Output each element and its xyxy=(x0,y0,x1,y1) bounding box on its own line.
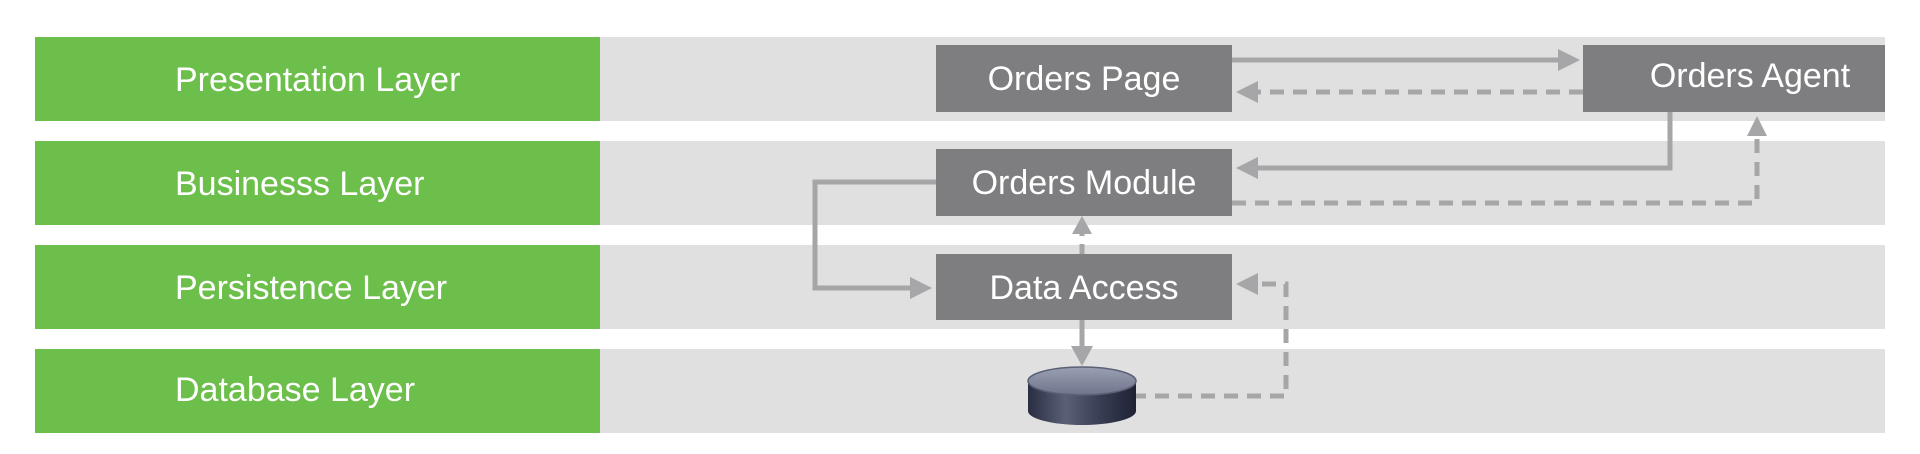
lane-label-bg-persistence xyxy=(35,245,600,329)
arrowhead-to-module xyxy=(1236,157,1258,179)
lane-label-bg-business xyxy=(35,141,600,225)
arrowhead-to-data-access xyxy=(910,277,932,299)
box-data-access xyxy=(936,254,1232,320)
arrowhead-down-to-database xyxy=(1071,346,1093,366)
connector-database-to-data-access xyxy=(1132,281,1289,399)
arrowhead-to-page xyxy=(1236,81,1258,103)
lane-label-presentation: Presentation Layer xyxy=(175,61,460,99)
lane-label-bg-presentation xyxy=(35,37,600,121)
orders-page-label: Orders Page xyxy=(988,60,1181,98)
arrowhead-back-to-data-access xyxy=(1236,273,1258,295)
data-access-label: Data Access xyxy=(990,269,1179,307)
arrowhead-up-to-agent xyxy=(1747,116,1767,136)
box-orders-agent xyxy=(1583,45,1885,112)
arrowhead-to-agent xyxy=(1558,49,1580,71)
lane-label-bg-database xyxy=(35,349,600,433)
lane-label-persistence: Persistence Layer xyxy=(175,269,447,307)
database-icon xyxy=(1027,366,1137,425)
connector-module-to-data-access xyxy=(812,179,936,291)
box-orders-module xyxy=(936,149,1232,216)
orders-module-label: Orders Module xyxy=(972,164,1197,202)
orders-agent-label: Orders Agent xyxy=(1650,57,1851,95)
arrowhead-up-to-module xyxy=(1072,216,1092,234)
lane-label-business: Businesss Layer xyxy=(175,165,424,203)
connector-agent-to-module xyxy=(1255,112,1673,171)
lane-label-database: Database Layer xyxy=(175,371,415,409)
connector-module-to-agent xyxy=(1232,132,1760,206)
box-orders-page xyxy=(936,45,1232,112)
